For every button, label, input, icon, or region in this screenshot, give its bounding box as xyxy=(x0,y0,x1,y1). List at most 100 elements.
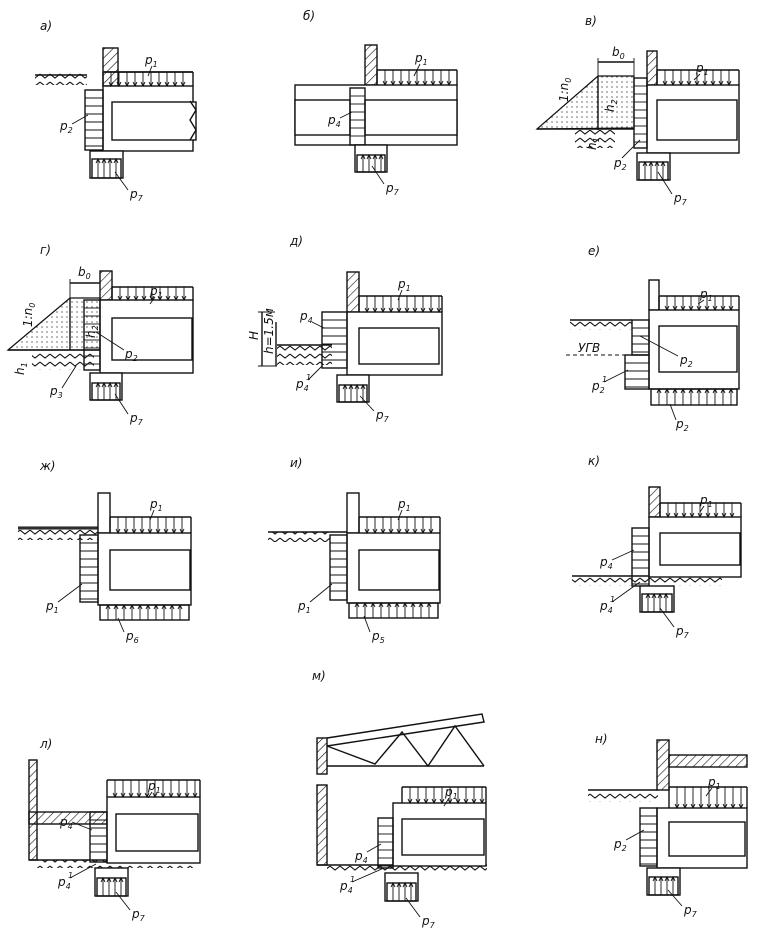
label-p1: p1 xyxy=(397,497,411,513)
parapet-wall xyxy=(346,271,360,313)
load-p1-arrows xyxy=(358,295,443,314)
load-p4-bars xyxy=(89,811,108,863)
panel-m xyxy=(316,713,487,902)
label-p4-prime-sup: 1 xyxy=(306,373,311,382)
panel-d xyxy=(258,271,443,403)
label-p5: p5 xyxy=(371,629,385,645)
load-p4-bars xyxy=(321,311,348,369)
parapet-wall xyxy=(102,47,119,87)
footing xyxy=(639,585,675,613)
label-p7: p7 xyxy=(683,903,698,919)
label-p1-side: p1 xyxy=(297,599,311,615)
label-H: H xyxy=(247,331,261,340)
load-p1-side-bars xyxy=(79,534,99,603)
label-p1: p1 xyxy=(397,277,411,293)
label-p4-prime-sup: 1 xyxy=(68,871,73,880)
footing xyxy=(636,152,671,181)
load-p1-arrows xyxy=(111,286,194,302)
load-p2-bars xyxy=(631,319,738,406)
label-p1: p1 xyxy=(144,53,158,69)
load-p7-bars xyxy=(338,383,368,403)
panel-a xyxy=(35,47,197,179)
labels: а) б) в) г) д) е) ж) и) к) л) м) н) xyxy=(39,9,608,751)
load-p2-bars xyxy=(84,89,104,151)
panel-label-g: г) xyxy=(40,243,51,257)
label-p2-bottom: p2 xyxy=(675,417,689,433)
building-wall xyxy=(28,759,38,861)
label-b0: b0 xyxy=(78,265,91,281)
load-p2-bars xyxy=(83,299,101,371)
label-p7: p7 xyxy=(385,181,400,197)
load-p7-bars xyxy=(638,160,669,181)
footing xyxy=(94,867,129,897)
load-p7-bars xyxy=(641,592,673,613)
parapet-wall xyxy=(99,270,113,301)
label-ugv: УГВ xyxy=(578,341,600,355)
load-p1-arrows xyxy=(401,786,487,805)
parapet-wall xyxy=(648,279,660,311)
panel-label-a: а) xyxy=(40,19,52,33)
label-h15: h=1.5м xyxy=(262,308,276,354)
load-p1-arrows xyxy=(668,786,748,810)
label-slope: 1:n0 xyxy=(21,303,37,327)
retaining-wall xyxy=(656,739,670,791)
load-p7-bars xyxy=(96,876,127,897)
label-b0: b0 xyxy=(612,45,625,61)
panel-l xyxy=(28,759,201,897)
label-p7: p7 xyxy=(675,624,690,640)
panel-e xyxy=(566,279,740,406)
panel-label-m: м) xyxy=(312,669,326,683)
label-p1-side: p1 xyxy=(45,599,59,615)
label-p1: p1 xyxy=(707,775,721,791)
load-p6-bars xyxy=(99,603,190,621)
label-p7: p7 xyxy=(421,914,436,930)
label-p4: p4 xyxy=(599,555,613,571)
building-wall xyxy=(316,784,328,866)
panel-label-d: д) xyxy=(289,234,303,248)
label-p1: p1 xyxy=(414,51,428,67)
parapet-wall xyxy=(646,50,658,86)
label-h1: h1 xyxy=(13,362,29,375)
panel-n xyxy=(588,739,748,896)
label-p4: p4 xyxy=(299,309,313,325)
load-p1-arrows xyxy=(358,516,441,535)
footing xyxy=(89,150,124,179)
panel-label-e: е) xyxy=(588,244,600,258)
label-p1: p1 xyxy=(699,287,713,303)
load-p1-arrows xyxy=(659,502,742,519)
load-p7-bars xyxy=(356,153,386,173)
label-p2: p2 xyxy=(59,119,73,135)
cover-slab xyxy=(668,754,748,768)
label-p1: p1 xyxy=(699,493,713,509)
panel-k xyxy=(572,486,742,613)
label-p7: p7 xyxy=(129,187,144,203)
label-p3: p3 xyxy=(49,384,63,400)
panel-label-l: л) xyxy=(39,737,52,751)
label-p2: p2 xyxy=(613,837,627,853)
load-p2-bars xyxy=(639,807,658,867)
panel-label-b: б) xyxy=(303,9,315,23)
panel-i xyxy=(268,492,441,619)
label-p7: p7 xyxy=(673,191,688,207)
label-p6: p6 xyxy=(125,629,139,645)
load-p1-arrows xyxy=(102,71,194,88)
load-p4-bars xyxy=(377,817,394,869)
load-p7-bars xyxy=(386,881,417,902)
panel-label-v: в) xyxy=(585,14,597,28)
parapet-wall xyxy=(648,486,661,518)
parapet-wall xyxy=(97,492,111,534)
label-p7: p7 xyxy=(131,907,146,923)
panel-zh xyxy=(18,492,192,621)
label-p7: p7 xyxy=(129,411,144,427)
parapet-wall xyxy=(346,492,360,534)
soil-prism xyxy=(535,75,635,130)
panel-label-zh: ж) xyxy=(39,459,56,473)
load-p2-bars xyxy=(633,77,648,149)
parapet-wall xyxy=(364,44,378,86)
load-p1-arrows xyxy=(656,69,740,87)
label-p7: p7 xyxy=(375,408,390,424)
load-p1-arrows xyxy=(109,516,192,535)
load-p1-arrows xyxy=(376,69,458,87)
load-p7-bars xyxy=(648,875,679,896)
load-p1-side-bars xyxy=(329,534,348,601)
